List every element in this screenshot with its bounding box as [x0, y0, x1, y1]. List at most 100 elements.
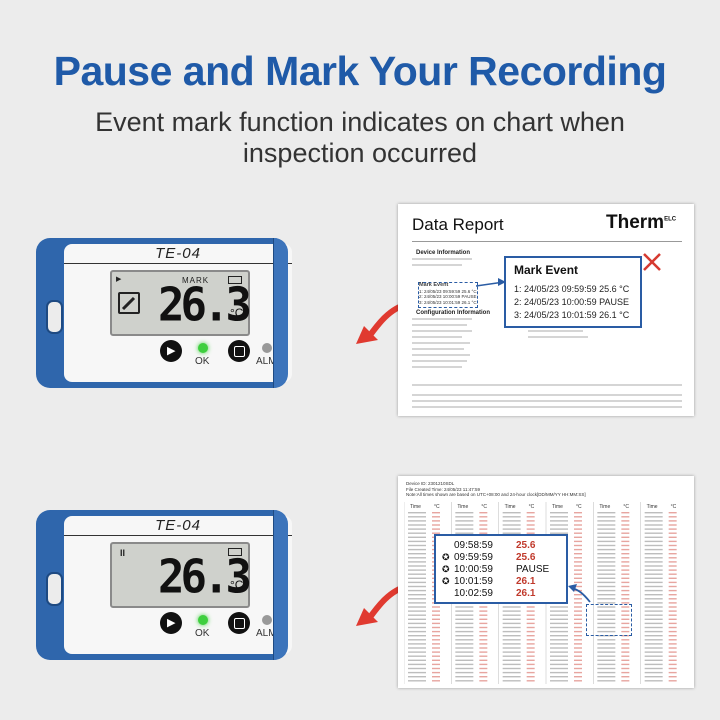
lanyard-hole — [46, 572, 63, 606]
log-time-cell — [597, 589, 616, 592]
callout-value: PAUSE — [596, 297, 629, 307]
log-time-cell — [550, 639, 568, 641]
log-time-cell — [644, 512, 663, 514]
log-value-cell — [479, 614, 488, 616]
device-bottom: TE-04 II 26.3 °C ▶ OK ALM — [36, 510, 292, 660]
log-callout-time: 10:01:59 — [454, 576, 493, 587]
log-value-cell — [479, 618, 488, 620]
log-value-cell — [621, 622, 630, 625]
log-value-cell — [668, 635, 677, 637]
log-time-cell — [597, 663, 616, 666]
log-value-cell — [621, 524, 630, 526]
log-value-cell — [621, 548, 630, 551]
log-value-cell — [574, 524, 582, 526]
log-time-cell — [408, 667, 426, 670]
log-time-cell — [408, 585, 426, 588]
log-time-cell — [455, 635, 474, 637]
log-time-cell — [597, 606, 616, 608]
log-value-cell — [668, 557, 677, 559]
log-col-time: Time — [552, 504, 563, 510]
log-value-cell — [668, 516, 677, 518]
log-time-cell — [644, 606, 663, 608]
log-time-cell — [455, 659, 474, 661]
log-value-cell — [668, 602, 677, 604]
log-time-cell — [408, 536, 426, 538]
log-value-cell — [574, 639, 582, 641]
log-time-cell — [597, 512, 616, 514]
log-time-cell — [644, 532, 663, 534]
stop-button[interactable] — [228, 340, 250, 362]
log-value-cell — [668, 622, 677, 625]
alm-led-icon — [262, 343, 272, 353]
log-time-cell — [408, 569, 426, 571]
log-value-cell — [574, 651, 582, 653]
log-value-cell — [432, 610, 440, 612]
log-value-cell — [574, 659, 582, 661]
log-time-cell — [408, 614, 426, 616]
log-time-cell — [408, 610, 426, 612]
report-line — [412, 400, 682, 402]
log-value-cell — [432, 676, 440, 678]
log-time-cell — [502, 647, 521, 649]
log-time-cell — [408, 594, 426, 596]
log-col-time: Time — [599, 504, 610, 510]
log-value-cell — [621, 528, 630, 530]
log-time-cell — [550, 671, 568, 674]
log-time-cell — [644, 540, 663, 543]
small-event-item: 1: 24/05/23 09:59:59 25.6 °C — [419, 288, 477, 294]
log-header-line: Device ID: 2301210SDL — [406, 481, 455, 486]
start-button[interactable]: ▶ — [160, 612, 182, 634]
log-value-cell — [574, 671, 582, 674]
log-value-cell — [432, 663, 440, 666]
log-time-cell — [502, 524, 521, 526]
log-value-cell — [621, 581, 630, 584]
log-time-cell — [455, 618, 474, 620]
temperature-reading: 26.3 — [158, 278, 252, 333]
log-value-cell — [621, 598, 630, 600]
log-time-cell — [408, 659, 426, 661]
edit-mark-icon — [118, 292, 140, 314]
log-value-cell — [432, 528, 440, 530]
log-time-cell — [597, 581, 616, 584]
log-time-cell — [408, 676, 426, 678]
log-time-cell — [502, 639, 521, 641]
log-value-cell — [574, 548, 582, 551]
log-value-cell — [668, 565, 677, 567]
log-value-cell — [621, 659, 630, 661]
log-time-cell — [597, 540, 616, 543]
log-value-cell — [574, 581, 582, 584]
log-value-cell — [668, 618, 677, 620]
log-value-cell — [621, 618, 630, 620]
ok-label: OK — [195, 628, 210, 639]
log-value-cell — [432, 651, 440, 653]
log-value-cell — [432, 643, 440, 645]
log-value-cell — [479, 667, 488, 670]
log-time-cell — [408, 540, 426, 543]
stop-button[interactable] — [228, 612, 250, 634]
log-value-cell — [621, 532, 630, 534]
log-value-cell — [668, 540, 677, 543]
log-time-cell — [644, 565, 663, 567]
log-time-cell — [408, 548, 426, 551]
log-time-cell — [455, 663, 474, 666]
log-value-cell — [432, 647, 440, 649]
log-callout-value: 25.6 — [516, 552, 536, 563]
page-title: Pause and Mark Your Recording — [53, 48, 667, 94]
log-value-cell — [621, 585, 630, 588]
log-time-cell — [408, 622, 426, 625]
log-time-cell — [597, 528, 616, 530]
report-line — [412, 366, 462, 368]
callout-value: 26.1 — [596, 310, 617, 320]
log-value-cell — [432, 516, 440, 518]
device-side — [273, 238, 288, 388]
log-time-cell — [644, 667, 663, 670]
log-time-cell — [597, 610, 616, 612]
start-button[interactable]: ▶ — [160, 340, 182, 362]
log-value-cell — [479, 524, 488, 526]
log-time-cell — [455, 622, 474, 625]
config-heading: Configuration Information — [416, 310, 490, 316]
log-value-cell — [621, 536, 630, 538]
